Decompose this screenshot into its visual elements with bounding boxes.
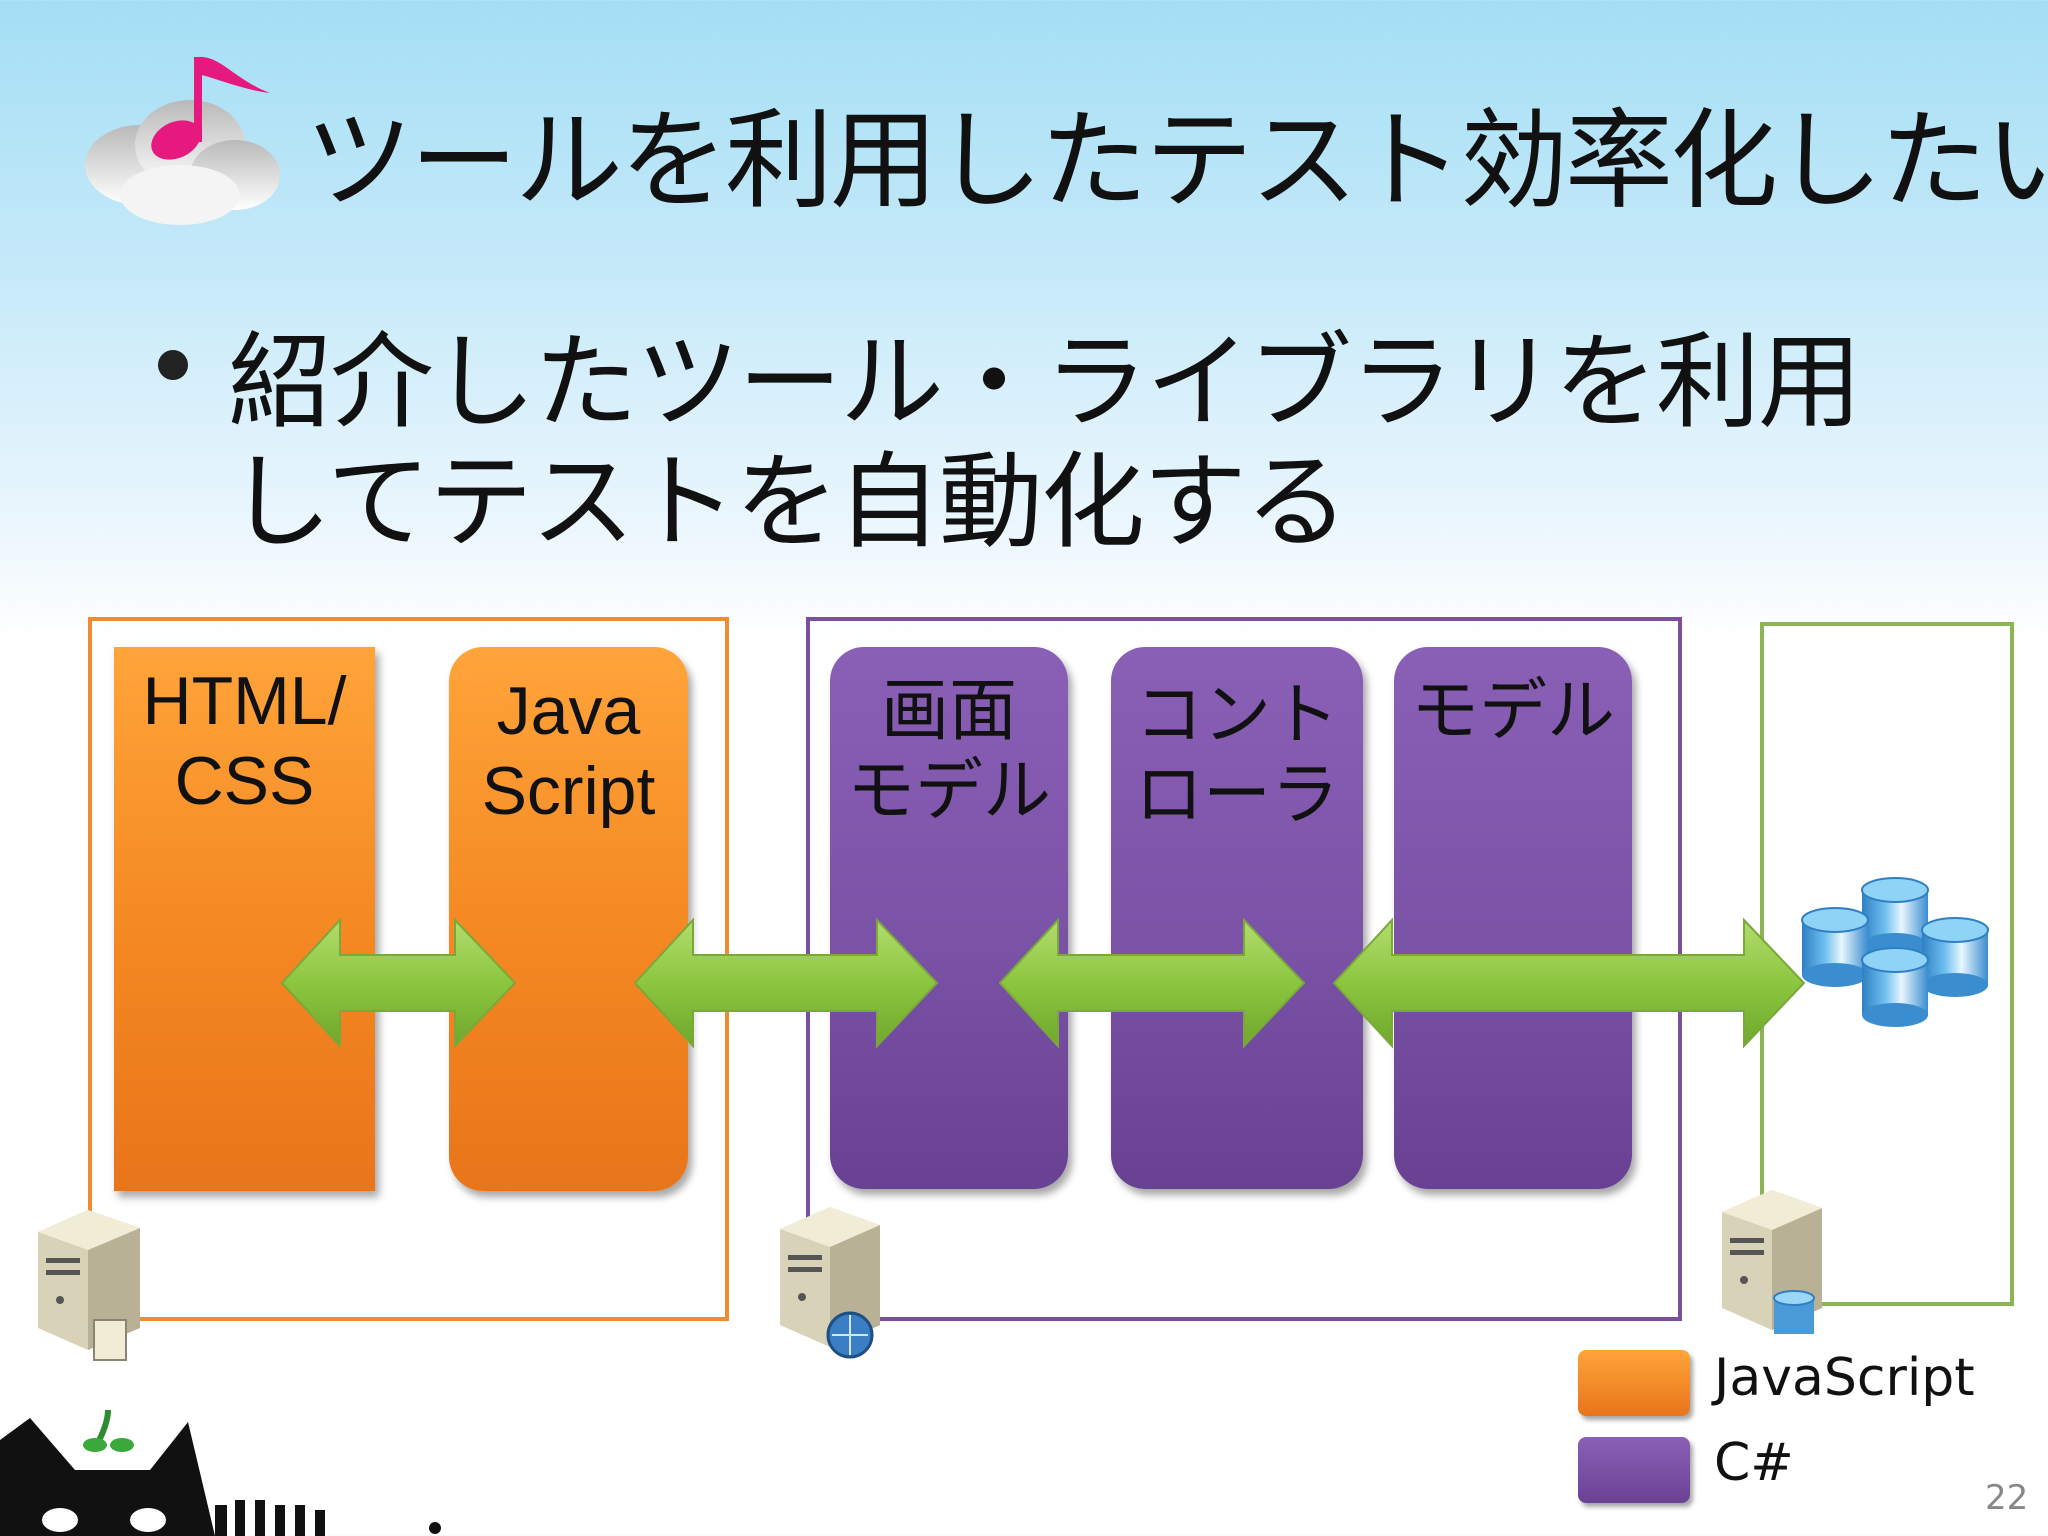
logo-cloud-note	[85, 56, 280, 225]
bullet-dot	[158, 350, 188, 380]
layer-controller: コント ローラ	[1111, 647, 1363, 1189]
page-number: 22	[1985, 1478, 2029, 1518]
layer-label-line: CSS	[174, 743, 315, 819]
layer-label-line: Script	[481, 753, 656, 829]
layer-label-line: モデル	[1410, 673, 1615, 749]
database-icon	[1801, 877, 1989, 1027]
layer-html-css: HTML/ CSS	[114, 647, 375, 1191]
layer-javascript: Java Script	[449, 647, 688, 1191]
layer-label-line: コント	[1134, 677, 1339, 753]
cat-mascot-icon	[0, 1409, 441, 1536]
double-arrow-controller-model-database	[1332, 917, 1806, 1049]
layer-view-model: 画面 モデル	[830, 647, 1068, 1189]
double-arrow-viewmodel-controller	[998, 917, 1306, 1049]
legend-swatch-javascript	[1578, 1350, 1690, 1416]
layer-label-line: 画面	[880, 673, 1017, 749]
layer-label-line: HTML/	[142, 663, 347, 739]
layer-model: モデル	[1394, 647, 1632, 1189]
slide-title: ツールを利用したテスト効率化したい	[305, 99, 2048, 224]
app-server-icon	[780, 1207, 880, 1359]
double-arrow-js-viewmodel	[633, 917, 939, 1049]
legend-swatch-csharp	[1578, 1437, 1690, 1503]
legend-label-csharp: C#	[1714, 1433, 1794, 1493]
layer-label-line: モデル	[846, 753, 1051, 829]
music-note-icon	[151, 56, 270, 160]
database-server-icon	[1722, 1190, 1822, 1334]
layer-label-line: Java	[496, 673, 641, 749]
double-arrow-html-js	[280, 917, 517, 1049]
bullet-text-line-2: してテストを自動化する	[228, 441, 1349, 563]
bullet-text-line-1: 紹介したツール・ライブラリを利用	[228, 321, 1862, 443]
layer-label-line: ローラ	[1134, 757, 1339, 833]
legend-label-javascript: JavaScript	[1714, 1348, 1975, 1408]
web-server-icon	[38, 1210, 140, 1361]
